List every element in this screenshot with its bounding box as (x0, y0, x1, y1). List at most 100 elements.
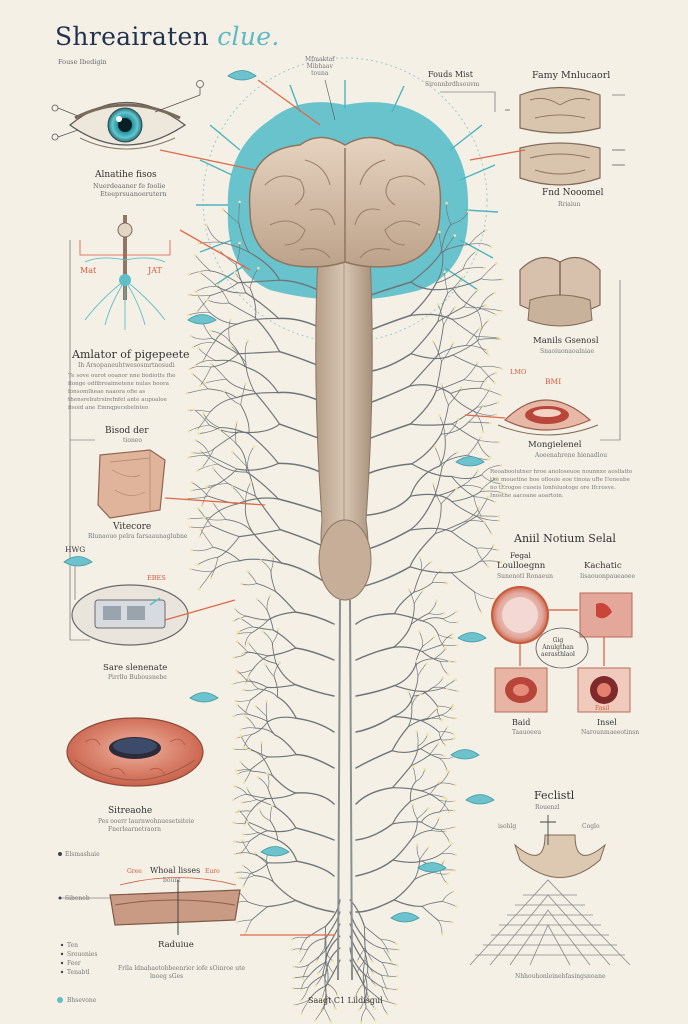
nerve-ending (229, 344, 233, 348)
nerve-ending (256, 775, 260, 779)
nerve-ending (493, 500, 497, 504)
nerve-branch (441, 644, 458, 647)
nerve-ending (230, 450, 234, 454)
nerve-branch (435, 360, 442, 392)
nerve-branch (420, 714, 442, 722)
nerve-ending (232, 747, 236, 751)
nerve-ending (474, 250, 478, 253)
nerve-ending (418, 556, 422, 559)
nerve-branch (440, 243, 471, 254)
nerve-branch (195, 285, 217, 293)
teal-seed (450, 749, 480, 760)
nerve-ending (433, 445, 437, 449)
nerve-ending (456, 417, 460, 421)
nerve-ending (247, 641, 250, 644)
nerve-branch (266, 684, 297, 689)
nerve-branch (217, 463, 248, 473)
nerve-ending (241, 833, 245, 836)
nerve-branch (411, 433, 442, 465)
nerve-branch (249, 852, 269, 864)
nerve-branch (189, 525, 212, 528)
wkbox-tag-left: Gree (127, 868, 142, 875)
nerve-branch (227, 483, 256, 497)
nerve-branch (451, 406, 478, 425)
nerve-branch (452, 287, 476, 309)
brain (248, 136, 442, 268)
nerve-branch (266, 827, 297, 833)
nerve-branch (420, 811, 440, 823)
title-accent: clue. (217, 22, 280, 51)
nerve-ending (252, 445, 256, 449)
nerve-branch (235, 443, 248, 473)
nerve-branch (474, 591, 482, 613)
nerve-ending (198, 535, 202, 538)
nerve-branch (465, 327, 480, 346)
nerve-branch (323, 1007, 332, 1023)
nerve-branch (422, 636, 435, 647)
nerve-branch (431, 582, 448, 584)
nerve-branch (478, 320, 489, 341)
nerve-branch (442, 235, 456, 254)
nerve-ending (209, 362, 213, 365)
nerve-branch (326, 995, 336, 1010)
nerve-branch (209, 397, 238, 413)
fasil-tag: Fasil (595, 705, 610, 712)
nerve-ending (497, 515, 501, 518)
nerve-branch (204, 378, 227, 384)
nerve-ending (493, 291, 496, 295)
nerve-branch (478, 560, 502, 563)
nerve-ending (453, 234, 457, 237)
nerve-branch (256, 799, 277, 808)
nerve-branch (295, 647, 335, 661)
nerve-branch (259, 809, 271, 821)
nerve-ending (373, 1019, 377, 1022)
gig-label: Gig Anulgthan aerasthlaol (541, 637, 575, 658)
nerve-branch (200, 450, 219, 465)
legend-bullets (57, 852, 64, 1003)
nerve-branch (481, 465, 502, 476)
nerve-branch (190, 335, 213, 340)
nerve-ending (235, 736, 239, 740)
nerve-ending (187, 430, 190, 433)
nerve-branch (409, 384, 452, 395)
nerve-branch (237, 279, 281, 284)
nerve-branch (439, 726, 448, 740)
nerve-ending (453, 825, 457, 829)
nerve-branch (249, 287, 257, 319)
nerve-branch (439, 809, 455, 813)
nerve-branch (439, 870, 448, 884)
nerve-branch (416, 730, 419, 747)
nerve-branch (266, 715, 276, 736)
nerve-branch (475, 336, 499, 339)
nerve-ending (243, 644, 247, 648)
nerve-branch (196, 557, 218, 566)
nerve-branch (247, 821, 268, 832)
nerve-branch (242, 688, 259, 691)
nerve-branch (420, 782, 441, 792)
legend-small-2: Sreuonies (67, 951, 98, 958)
mongo-caption: Aoeenahrene hienadlou (535, 452, 608, 459)
nerve-branch (415, 768, 426, 782)
nerve-branch (441, 451, 458, 468)
nerve-ending (196, 293, 199, 296)
nerve-branch (210, 525, 240, 538)
nerve-ending (185, 392, 188, 395)
nerve-branch (262, 631, 273, 644)
nerve-branch (420, 748, 440, 759)
nerve-branch (392, 859, 423, 863)
nerve-ending (239, 728, 242, 731)
nerve-branch (409, 465, 440, 497)
nerve-ending (499, 337, 502, 341)
nerve-branch (417, 734, 428, 747)
block-name: Vitecore (113, 522, 152, 532)
nerve-branch (363, 985, 382, 1001)
nerve-branch (267, 787, 277, 808)
nerve-ending (314, 984, 318, 987)
spinal-figure-left (79, 215, 171, 330)
nerve-branch (463, 379, 486, 382)
nerve-ending (261, 630, 265, 633)
nerve-branch (444, 271, 449, 294)
nerve-branch (410, 612, 430, 625)
nerve-ending (186, 313, 190, 317)
